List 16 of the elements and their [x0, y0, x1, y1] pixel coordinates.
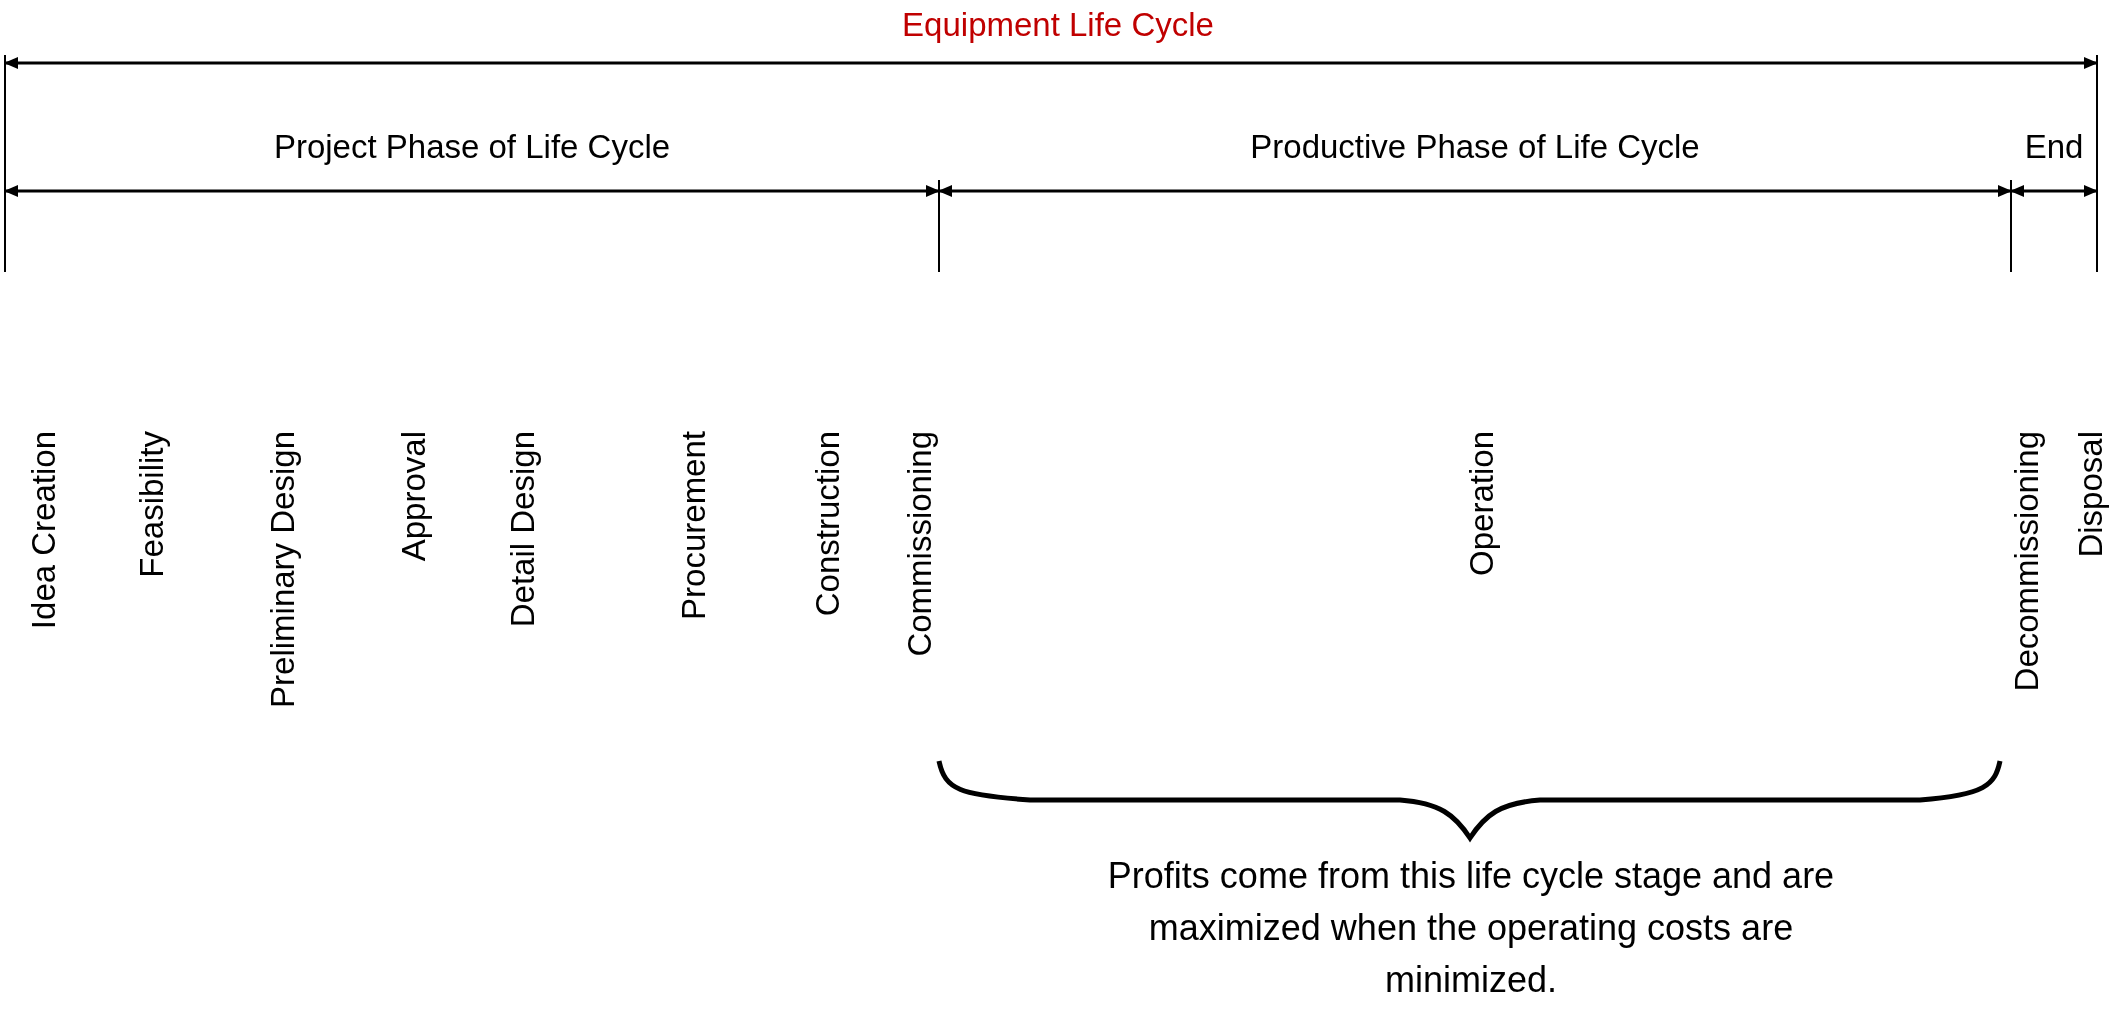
- stage-label: Operation: [1465, 431, 1498, 576]
- phase-label: Project Phase of Life Cycle: [273, 128, 671, 166]
- stage-label: Preliminary Design: [266, 431, 299, 708]
- stage-label: Commissioning: [903, 431, 936, 657]
- stage-label: Detail Design: [506, 431, 539, 628]
- stage-label: Decommissioning: [2010, 431, 2043, 692]
- stage-label: Approval: [397, 431, 430, 562]
- title: Equipment Life Cycle: [902, 6, 1214, 44]
- stage-label: Disposal: [2074, 431, 2107, 558]
- note-text: Profits come from this life cycle stage and are maximized when the operating costs are minimized.: [1106, 854, 1836, 1002]
- phase-label: Productive Phase of Life Cycle: [1250, 128, 1700, 166]
- stage-label: Procurement: [677, 431, 710, 620]
- stage-label: Construction: [811, 431, 844, 617]
- phase-label: End: [2024, 128, 2084, 166]
- stage-label: Feasibility: [135, 431, 168, 578]
- stage-label: Idea Creation: [27, 431, 60, 630]
